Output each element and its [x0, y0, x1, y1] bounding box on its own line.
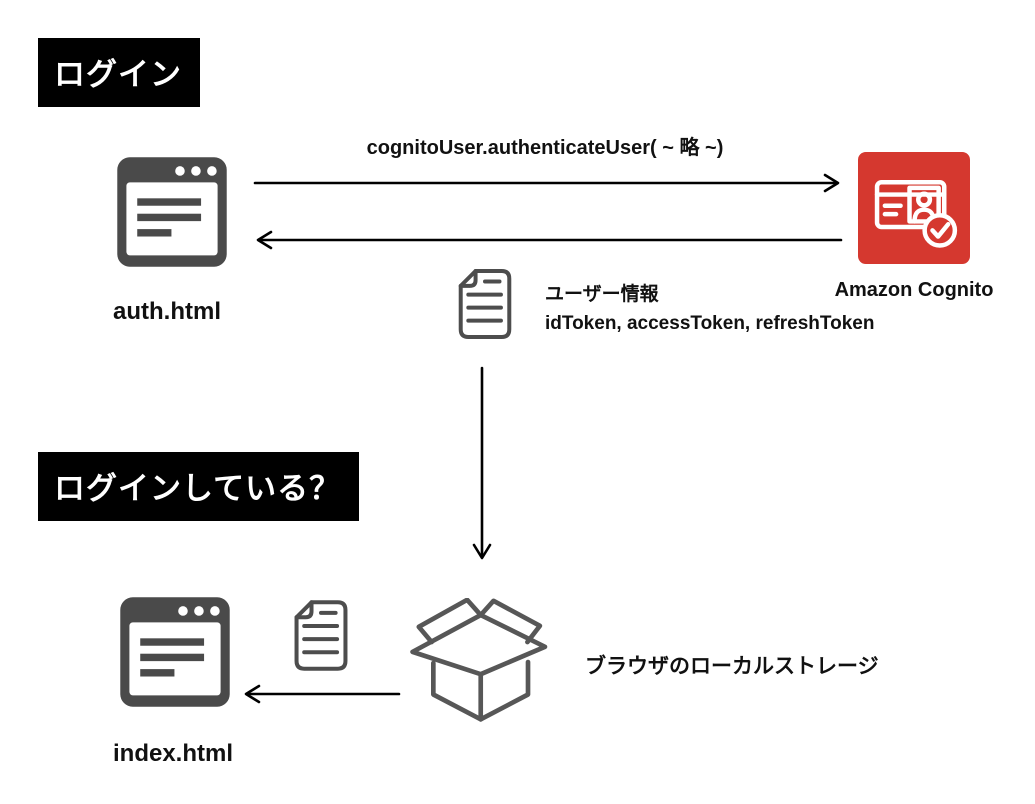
- login-heading: ログイン: [38, 38, 200, 107]
- arrow-left-response: [256, 230, 843, 250]
- browser-window-icon: [120, 597, 230, 707]
- browser-window-icon: [117, 157, 227, 267]
- arrow-left-load: [244, 684, 401, 704]
- arrow-right-request: [253, 173, 840, 193]
- user-info-title: ユーザー情報: [545, 284, 659, 305]
- user-info-tokens: idToken, accessToken, refreshToken: [545, 313, 875, 334]
- document-icon: [458, 269, 512, 339]
- index-page-label: index.html: [113, 740, 234, 767]
- authenticate-call-label: cognitoUser.authenticateUser( ~ 略 ~): [366, 137, 724, 159]
- auth-page-label: auth.html: [113, 298, 221, 325]
- amazon-cognito-icon: [858, 152, 970, 264]
- document-icon: [294, 600, 348, 671]
- cognito-label: Amazon Cognito: [834, 279, 994, 301]
- open-box-icon: [410, 598, 548, 722]
- logged-in-heading: ログインしている？: [38, 452, 360, 521]
- local-storage-label: ブラウザのローカルストレージ: [585, 655, 879, 678]
- arrow-down-store: [472, 366, 492, 560]
- user-info-block: ユーザー情報 idToken, accessToken, refreshToke…: [545, 280, 874, 338]
